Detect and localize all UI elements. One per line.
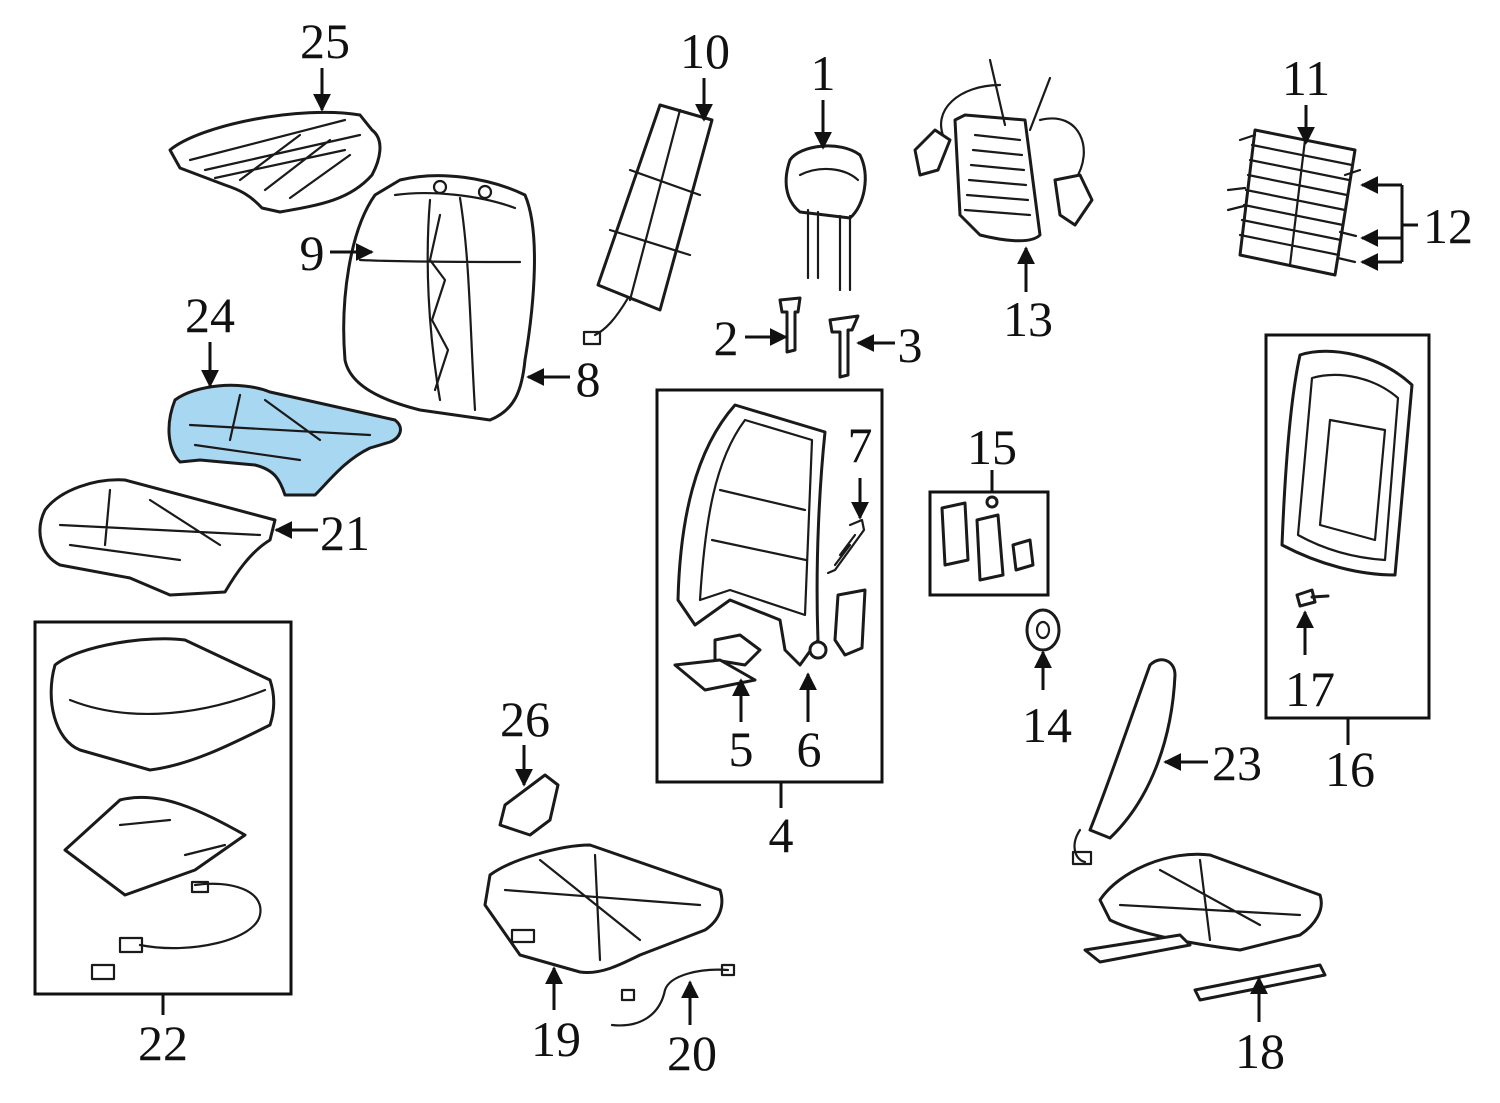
callout-16: 16 (1325, 741, 1375, 797)
callout-15: 15 (967, 419, 1017, 475)
part-23-side-trim[interactable] (1071, 658, 1177, 866)
part-20-wire-harness[interactable] (610, 963, 736, 1027)
callout-4: 4 (769, 807, 794, 863)
part-5-recliner-bracket[interactable] (673, 633, 762, 692)
callout-26: 26 (500, 691, 550, 747)
callout-23: 23 (1212, 735, 1262, 791)
callout-18: 18 (1235, 1023, 1285, 1079)
callout-20: 20 (667, 1025, 717, 1081)
callout-21: 21 (320, 505, 370, 561)
callout-10: 10 (680, 23, 730, 79)
part-7-spring[interactable] (826, 518, 866, 575)
part-26-bracket[interactable] (498, 773, 560, 837)
part-21-seat-cushion-cover[interactable] (38, 478, 277, 597)
part-3-headrest-guide-lock[interactable] (828, 314, 860, 379)
callout-19: 19 (531, 1011, 581, 1067)
part-2-headrest-guide[interactable] (778, 296, 802, 354)
callout-17: 17 (1285, 661, 1335, 717)
callout-7: 7 (848, 417, 873, 473)
callout-labels: 25 10 1 11 12 13 9 8 24 21 2 3 7 5 6 4 1… (138, 13, 1473, 1081)
part-6-recliner-cover[interactable] (808, 588, 867, 660)
callout-1: 1 (811, 45, 836, 101)
part-19-cushion-frame[interactable] (483, 843, 724, 975)
part-8-9-seat-back-cover[interactable] (342, 174, 536, 422)
part-15-switch-box[interactable] (928, 490, 1050, 597)
callout-11: 11 (1282, 50, 1330, 106)
part-22-cushion-kit[interactable] (33, 620, 293, 996)
callout-2: 2 (714, 310, 739, 366)
part-14-grommet[interactable] (1025, 608, 1061, 652)
callout-9: 9 (300, 225, 325, 281)
part-11-back-mat[interactable] (1226, 128, 1362, 277)
part-1-headrest[interactable] (784, 144, 867, 292)
callout-22: 22 (138, 1015, 188, 1071)
callout-8: 8 (576, 351, 601, 407)
callout-14: 14 (1022, 697, 1072, 753)
callout-13: 13 (1003, 291, 1053, 347)
callout-5: 5 (729, 721, 754, 777)
part-10-back-heater[interactable] (582, 103, 714, 346)
part-4-frame-box[interactable] (655, 388, 884, 784)
part-24-seat-cushion-pad[interactable] (167, 383, 402, 497)
part-13-lumbar-support[interactable] (913, 58, 1094, 243)
leader-lines (161, 68, 1418, 1025)
callout-3: 3 (898, 317, 923, 373)
part-25-heater-pad[interactable] (168, 110, 382, 214)
part-17-clip[interactable] (1295, 588, 1330, 608)
callout-12: 12 (1423, 198, 1473, 254)
callout-25: 25 (300, 13, 350, 69)
callout-6: 6 (797, 721, 822, 777)
callout-24: 24 (185, 287, 235, 343)
part-18-seat-track[interactable] (1083, 852, 1327, 1002)
